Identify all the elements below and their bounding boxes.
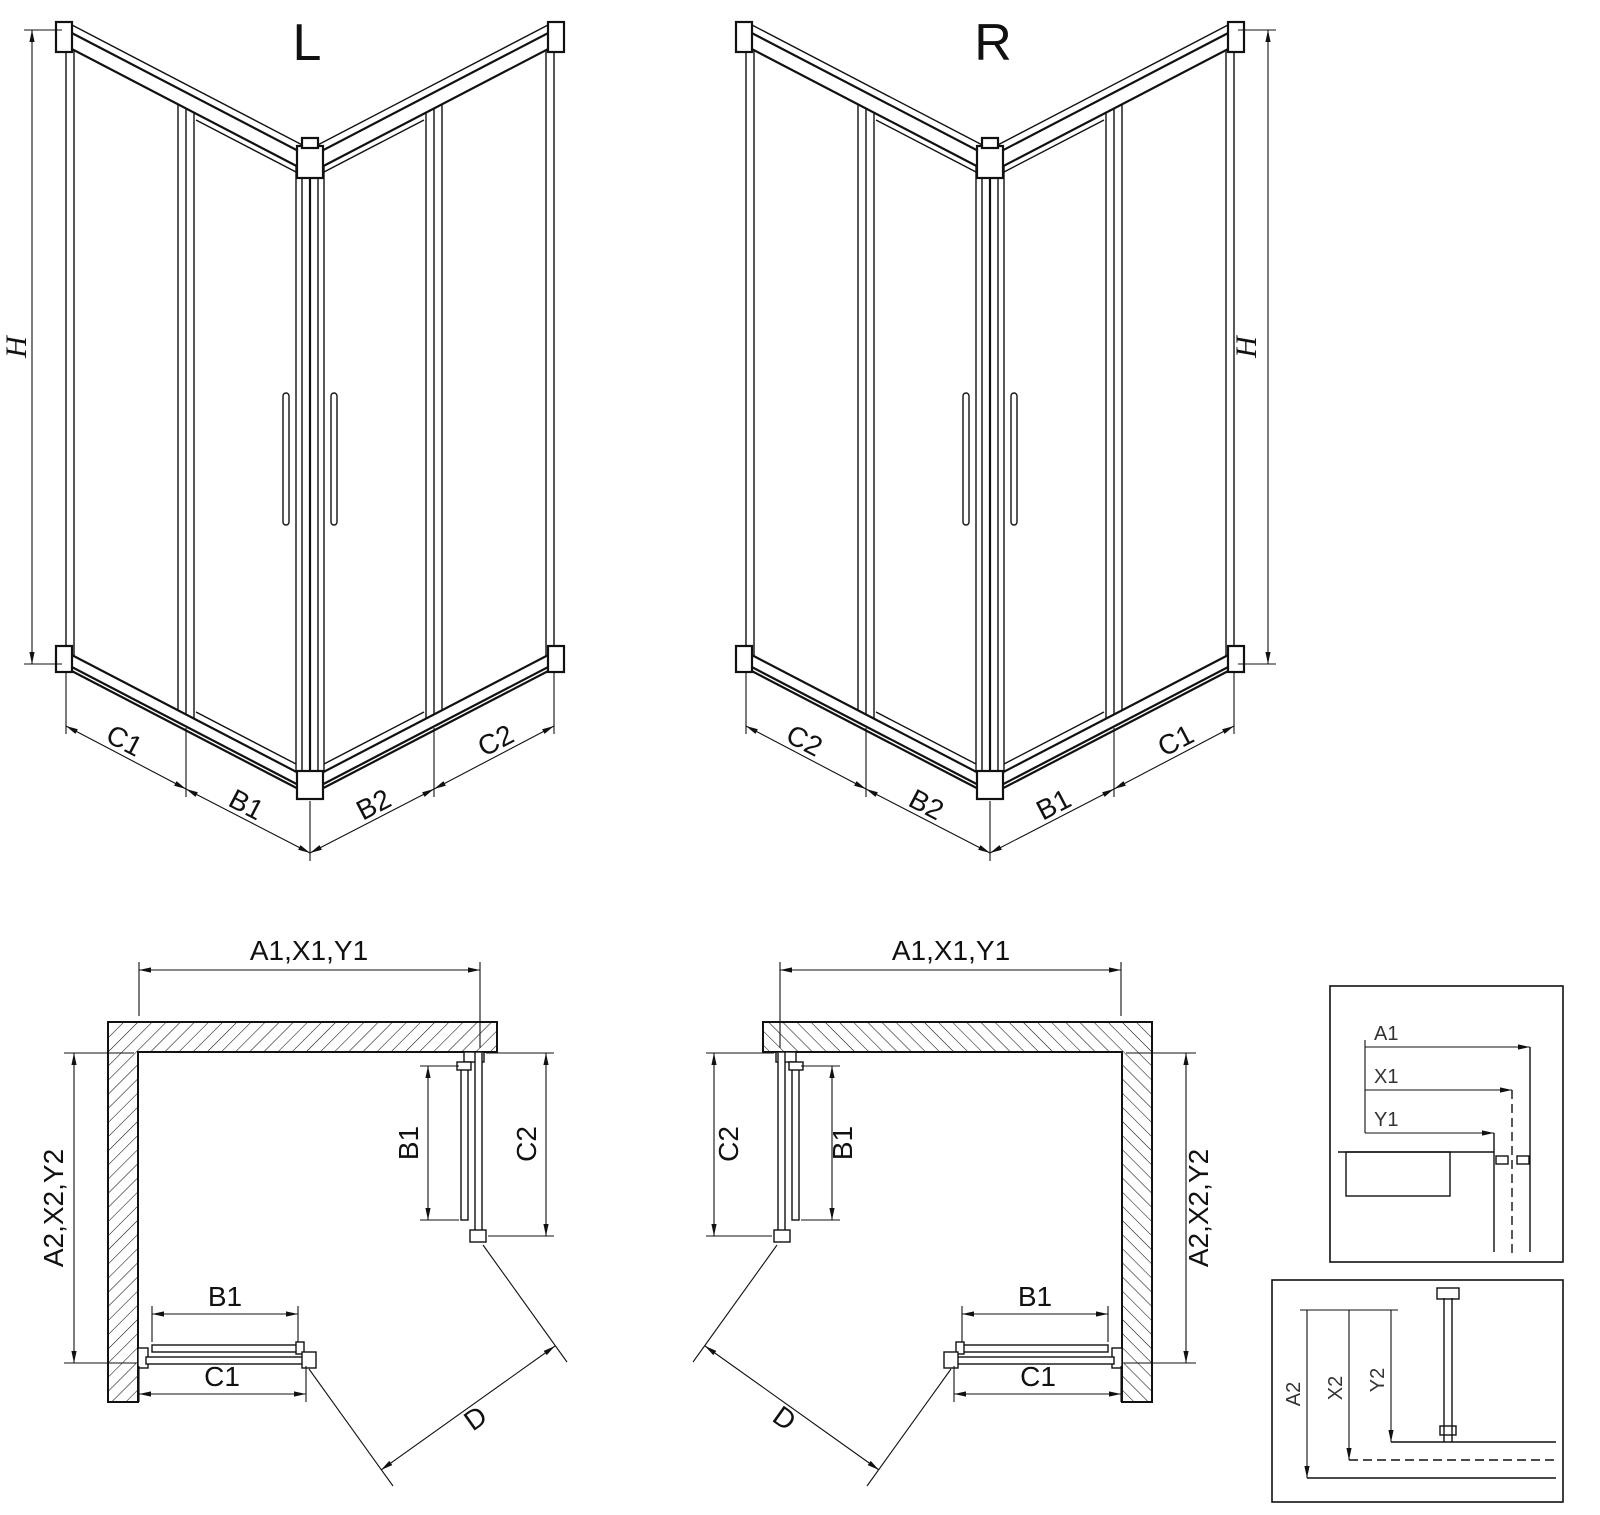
- dim-label-b2-iso-left: B2: [351, 783, 396, 826]
- dim-label-c2-iso-left: C2: [473, 719, 519, 763]
- dim-label-c1-iso-right: C1: [1153, 719, 1199, 763]
- dim-label-side-fixed-plan-left: C2: [511, 1126, 542, 1162]
- dim-label-diagonal-plan-left: D: [458, 1400, 492, 1437]
- dim-label-b2-iso-right: B2: [904, 783, 949, 826]
- dim-label-side-fixed-plan-right: C2: [713, 1126, 744, 1162]
- detail-width-view: A1 X1 Y1: [1329, 985, 1564, 1263]
- dim-label-diagonal-plan-right: D: [767, 1400, 801, 1437]
- plan-geometry-left: [64, 962, 567, 1486]
- dim-label-b1-iso-right: B1: [1031, 783, 1076, 826]
- dim-label-front-door-plan-left: B1: [208, 1281, 242, 1312]
- detail-label-y1: Y1: [1374, 1109, 1398, 1131]
- plan-geometry-right: [693, 962, 1196, 1486]
- detail-depth-view: A2 X2 Y2: [1271, 1279, 1564, 1503]
- dim-label-front-door-plan-right: B1: [1018, 1281, 1052, 1312]
- detail-depth-frame: [1271, 1279, 1564, 1503]
- variant-label-left: L: [293, 14, 322, 72]
- dim-label-c1-iso-left: C1: [101, 719, 147, 763]
- dim-label-width-plan-left: A1,X1,Y1: [250, 935, 368, 966]
- dim-label-depth-plan-right: A2,X2,Y2: [1183, 1149, 1214, 1267]
- plan-view-right: A1,X1,Y1 A2,X2,Y2 B1 C2 B1 C1 D: [693, 935, 1214, 1486]
- dim-label-b1-iso-left: B1: [224, 783, 269, 826]
- wall-section-profile: [1345, 1151, 1451, 1197]
- iso-view-right: R H C2 B2 B1 C1: [736, 14, 1276, 861]
- dim-label-depth-plan-left: A2,X2,Y2: [38, 1149, 69, 1267]
- detail-width-frame: [1329, 985, 1564, 1263]
- dim-label-height-right: H: [1230, 334, 1263, 359]
- detail-label-x2: X2: [1325, 1376, 1347, 1400]
- door-profile-cap: [1436, 1287, 1460, 1300]
- detail-label-a1: A1: [1374, 1023, 1398, 1045]
- iso-view-left: L H C1 B1 B2 C2: [0, 14, 564, 861]
- detail-label-a2: A2: [1283, 1382, 1305, 1406]
- plan-view-left: A1,X1,Y1 A2,X2,Y2 B1 C2 B1 C1 D: [38, 935, 567, 1486]
- dim-label-width-plan-right: A1,X1,Y1: [892, 935, 1010, 966]
- dim-label-c2-iso-right: C2: [781, 719, 827, 763]
- variant-label-right: R: [974, 14, 1012, 72]
- detail-label-x1: X1: [1374, 1066, 1398, 1088]
- dim-label-side-door-plan-right: B1: [827, 1126, 858, 1160]
- dim-label-front-fixed-plan-left: C1: [204, 1361, 240, 1392]
- dim-label-height-left: H: [0, 334, 33, 359]
- dim-label-side-door-plan-left: B1: [393, 1126, 424, 1160]
- detail-label-y2: Y2: [1367, 1368, 1389, 1392]
- dim-label-front-fixed-plan-right: C1: [1020, 1361, 1056, 1392]
